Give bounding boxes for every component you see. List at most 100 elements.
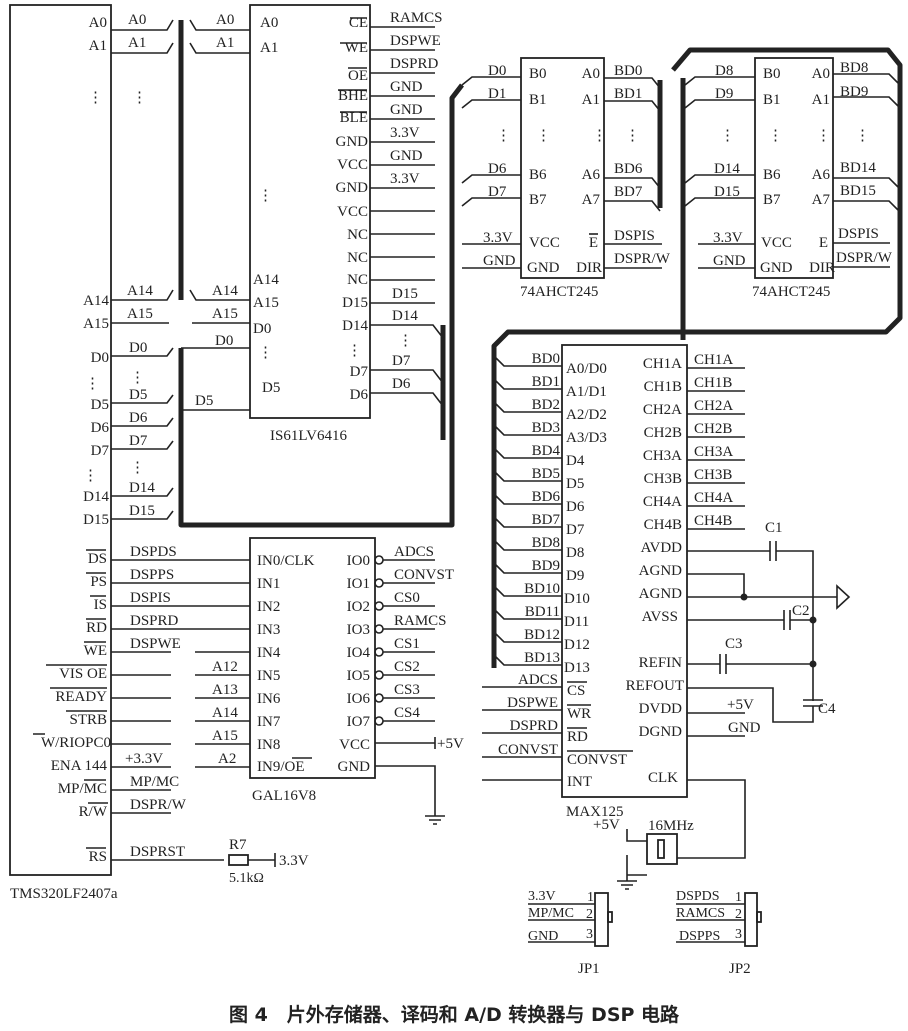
buffer2-pin-b7: B7 [763,192,781,208]
io3-bubble [374,624,384,634]
sram-pin-nc: NC [347,227,368,243]
gal-pin-io6: IO6 [347,691,371,707]
buffer1-net-d0: D0 [488,63,506,79]
dsp-ctrl-pins: DS PS IS RD WE VIS OE READY STRB W/RIOPC… [33,549,111,865]
gal-net-a14: A14 [212,705,238,721]
sram-net-gnd-2: GND [390,102,423,118]
cap-c4: C4 [818,701,836,717]
adc-pin-d8: D8 [566,545,584,561]
adc-net-bd7: BD7 [532,512,561,528]
sram-pin-d14: D14 [342,318,368,334]
dsp-chip: TMS320LF2407a A0 A1 ⋮ A14 A15 D0 ⋮ D5 D6… [9,4,118,902]
adc-left-lines [482,355,562,781]
sram-ellipsis-3: ⋮ [347,343,362,359]
adc-net-ch3a: CH3A [694,444,733,460]
crystal-wires [617,779,746,890]
buffer1-right-wires [604,77,662,269]
net-ellipsis: ⋮ [132,90,147,106]
gal-pin-in2: IN2 [257,599,280,615]
buffer2-net-dspis: DSPIS [838,226,879,242]
adc-net-dspwe: DSPWE [507,695,558,711]
gal-pin-vcc: VCC [339,737,370,753]
net-ellipsis-2: ⋮ [130,370,145,386]
buffer2-left-wires [684,76,755,269]
adc-pin-ch3a: CH3A [643,448,682,464]
io4-bubble [374,647,384,657]
net-dspps: DSPPS [130,567,174,583]
adc-net-bd13: BD13 [524,650,560,666]
dsp-pin-rs: RS [89,849,107,865]
gal-pin-io5: IO5 [347,668,370,684]
gal-pin-gnd: GND [338,759,371,775]
adc-net-ch4b: CH4B [694,513,732,529]
buffer2-net-bd14: BD14 [840,160,876,176]
sram-pin-nc-3: NC [347,272,368,288]
adc-pin-ch2a: CH2A [643,402,682,418]
adc-pin-a1d1: A1/D1 [566,384,607,400]
adc-pin-dvdd: DVDD [639,701,682,717]
net-3v3: +3.3V [125,751,163,767]
adc-pin-refin: REFIN [639,655,683,671]
buffer1-net-bd6: BD6 [614,161,643,177]
dsp-overbars [33,549,108,849]
buffer2-pin-b0: B0 [763,66,781,82]
gal-pin-in7: IN7 [257,714,281,730]
sram-net-gnd-3: GND [390,148,423,164]
jp2-pin-2: 2 [735,907,742,922]
dsp-pin-we: WE [84,643,107,659]
buffer1-net-d1: D1 [488,86,506,102]
sram-net-gnd: GND [390,79,423,95]
resistor-r7: R7 5.1kΩ 3.3V [228,837,309,886]
dsp-pin-strb: STRB [69,712,107,728]
buffer1-pin-b1: B1 [529,92,547,108]
sram-net-dsprd: DSPRD [390,56,439,72]
gal-output-bubbles [374,555,384,726]
net-a1: A1 [128,35,146,51]
net-d7: D7 [129,433,148,449]
adc-net-gnd: GND [728,720,761,736]
bus-to-sram-wires: A0 A1 A14 A15 D0 D5 [181,12,250,411]
jp2-wires [676,903,745,943]
sram-ellipsis-2: ⋮ [258,345,273,361]
net-dspwe: DSPWE [130,636,181,652]
gal-pin-in5: IN5 [257,668,280,684]
adc-left-nets: BD0 BD1 BD2 BD3 BD4 BD5 BD6 BD7 BD8 BD9 … [498,351,561,758]
sram-net-3v3: 3.3V [390,125,420,141]
adc-pin-ch4b: CH4B [644,517,682,533]
jumper-jp2: DSPDS RAMCS DSPPS 1 2 3 JP2 [676,889,762,977]
buffer2-ellipsis-r: ⋮ [855,128,870,144]
adc-pin-int: INT [567,774,592,790]
jp1-pin-1: 1 [587,890,594,905]
sram-pin-bhe: BHE [338,88,368,104]
crystal-oscillator: 16MHz +5V [593,779,746,890]
gal-chip: GAL16V8 IN0/CLK IN1 IN2 IN3 IN4 IN5 IN6 … [249,537,464,825]
cap-c1: C1 [765,520,783,536]
adc-net-ch3b: CH3B [694,467,732,483]
gal-pin-in6: IN6 [257,691,281,707]
r7-body [228,854,249,866]
dsp-body [9,4,112,876]
buffer2-net-dsprw: DSPR/W [836,250,893,266]
sram-pin-gnd-2: GND [336,180,369,196]
dsp-pin-a14: A14 [83,293,109,309]
sram-pin-vcc: VCC [337,157,368,173]
buffer1-pin-a1: A1 [582,92,600,108]
gal-pin-io1: IO1 [347,576,370,592]
buffer1-pin-a6: A6 [582,167,601,183]
jp2-net-2: RAMCS [676,906,725,921]
dsp-pin-d7: D7 [91,443,110,459]
buffer1-ellipsis-r: ⋮ [625,128,640,144]
adc-pin-d12: D12 [564,637,590,653]
dsp-pin-a1: A1 [89,38,107,54]
gal-net-a2: A2 [218,751,236,767]
r7-net: 3.3V [279,853,309,869]
buffer1-chip: 74AHCT245 D0 D1 ⋮ D6 D7 3.3V GND B0 B1 ⋮… [461,57,671,300]
sram-net-ellipsis: ⋮ [398,333,413,349]
buffer1-pin-b6: B6 [529,167,547,183]
r7-value: 5.1kΩ [229,871,264,886]
gal-pin-io7: IO7 [347,714,371,730]
dsp-pin-ps: PS [90,574,107,590]
adc-net-ch2b: CH2B [694,421,732,437]
sram-net-d0: D0 [215,333,233,349]
cap-c3: C3 [725,636,743,652]
